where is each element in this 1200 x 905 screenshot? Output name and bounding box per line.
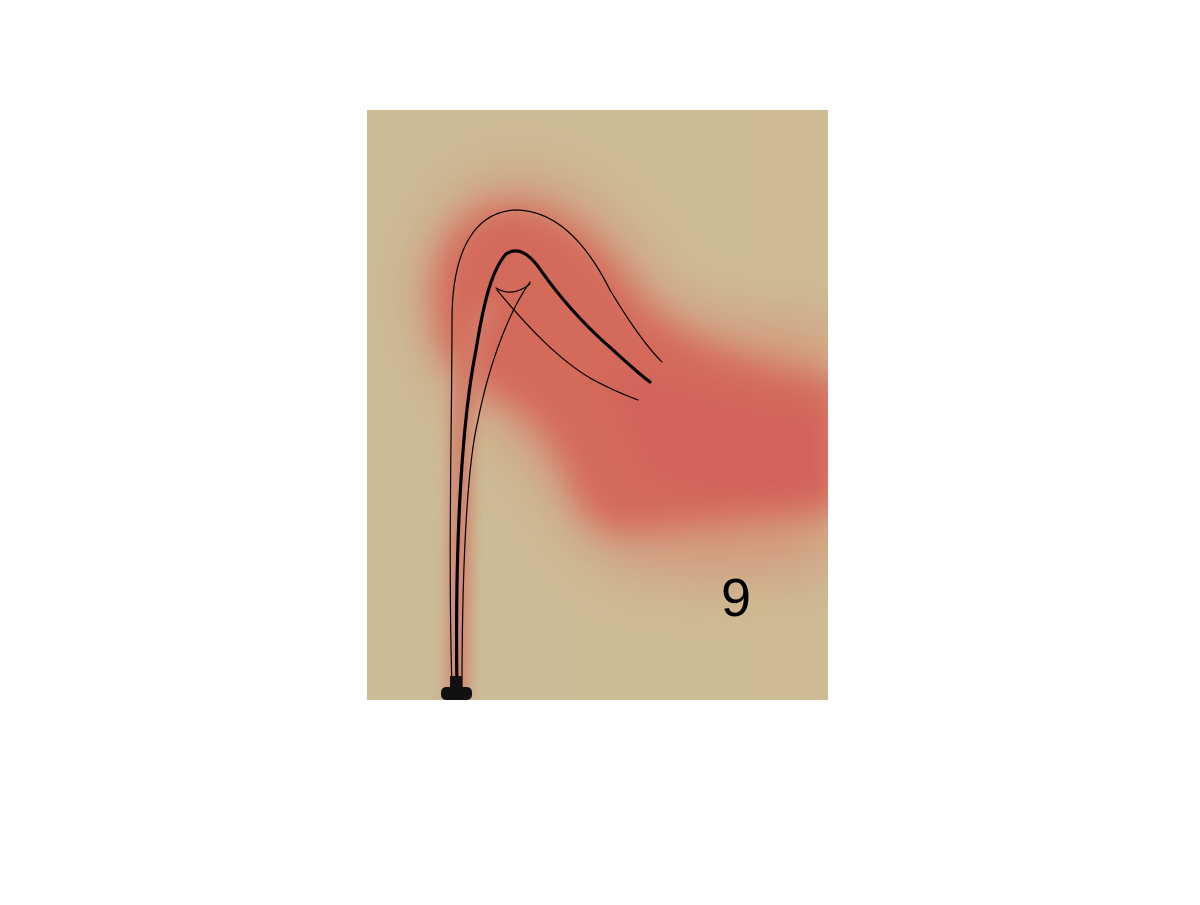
inner-contour-line: [461, 281, 531, 691]
heat-field: [367, 110, 828, 700]
frame-number-label: 9: [720, 568, 752, 628]
outer-contour-line: [449, 209, 663, 689]
contour-lines: [449, 209, 663, 692]
central-filament-line: [454, 249, 652, 692]
plume-stem: [447, 300, 500, 700]
nozzle-source: [441, 676, 472, 700]
cusp-arc-line: [495, 283, 531, 293]
lower-contour-line: [496, 289, 639, 401]
